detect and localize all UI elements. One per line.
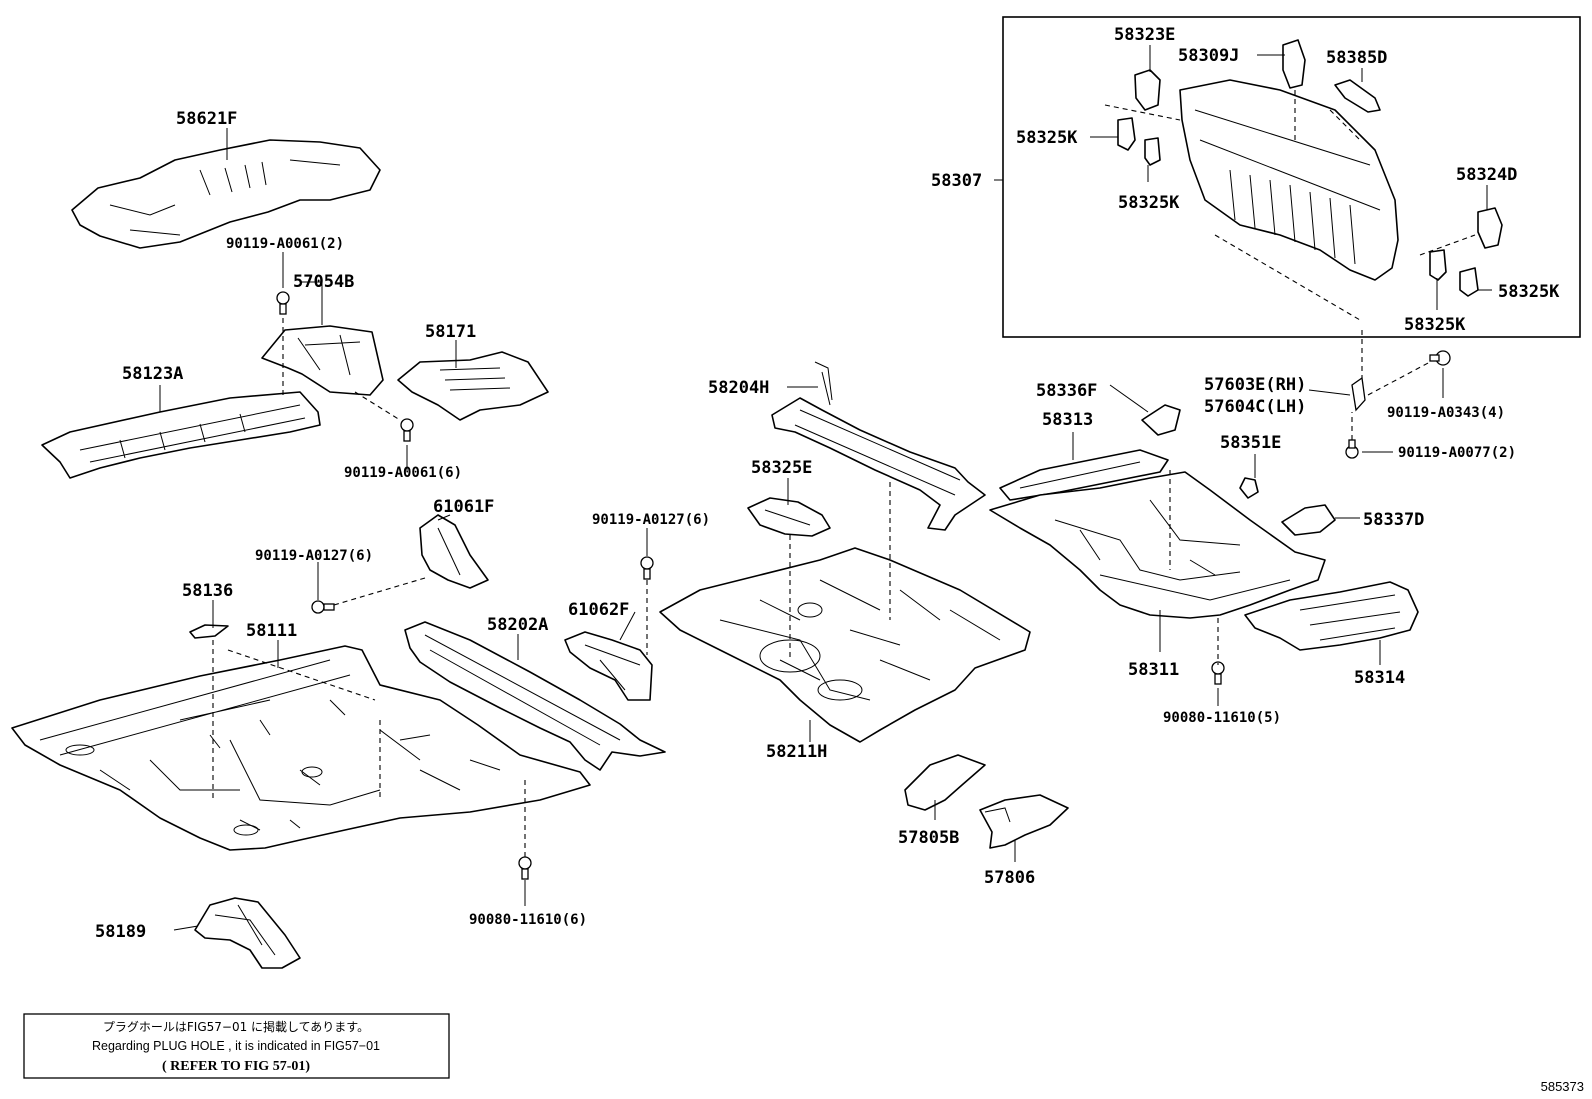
label-90119-A0061-6[interactable]: 90119-A0061(6) [344,465,462,481]
label-58325K-a[interactable]: 58325K [1016,128,1078,148]
part-58111-shape[interactable] [11,645,591,851]
bolt-icon[interactable] [640,556,654,580]
part-58314-shape[interactable] [1244,581,1419,651]
label-58621F[interactable]: 58621F [176,109,237,129]
label-58325K-c[interactable]: 58325K [1404,315,1466,335]
part-58307-shape[interactable] [1179,79,1399,281]
label-58311[interactable]: 58311 [1128,660,1179,680]
part-58324D-shape[interactable] [1477,207,1503,249]
label-58314[interactable]: 58314 [1354,668,1405,688]
rear-panel-inset-box [1002,16,1581,338]
label-58309J[interactable]: 58309J [1178,46,1239,66]
note-japanese: プラグホールはFIG57−01 に掲載してあります。 [103,1019,369,1034]
label-58171[interactable]: 58171 [425,322,476,342]
part-58136-shape[interactable] [189,624,229,639]
part-58325K-shape-a[interactable] [1117,117,1136,151]
label-58325K-d[interactable]: 58325K [1498,282,1560,302]
leader-lines [159,45,1492,931]
part-58336F-shape[interactable] [1141,404,1181,436]
part-58309J-shape[interactable] [1282,39,1306,89]
part-58171-shape[interactable] [397,351,549,421]
bolt-icon[interactable] [311,600,335,614]
bolt-icon[interactable] [1429,350,1451,366]
part-58189-shape[interactable] [194,897,301,969]
label-90119-A0061-2[interactable]: 90119-A0061(2) [226,236,344,252]
label-57054B[interactable]: 57054B [293,272,354,292]
label-57806[interactable]: 57806 [984,868,1035,888]
label-58325E[interactable]: 58325E [751,458,812,478]
label-58323E[interactable]: 58323E [1114,25,1175,45]
label-58111[interactable]: 58111 [246,621,297,641]
part-labels: 58621F 90119-A0061(2) 57054B 58171 58123… [95,25,1560,942]
part-58325K-shape-b[interactable] [1144,137,1161,166]
bolt-icon[interactable] [1345,439,1359,459]
part-57054B-shape[interactable] [261,325,384,396]
note-english: Regarding PLUG HOLE , it is indicated in… [92,1039,380,1053]
figure-number: 585373 [1541,1079,1584,1094]
part-61062F-shape[interactable] [564,631,653,701]
part-58351E-shape[interactable] [1239,477,1259,499]
label-90080-11610-5[interactable]: 90080-11610(5) [1163,710,1281,726]
assembly-lines [212,90,1476,860]
label-58336F[interactable]: 58336F [1036,381,1097,401]
label-58189[interactable]: 58189 [95,922,146,942]
part-58323E-shape[interactable] [1134,69,1161,111]
bolt-icon[interactable] [276,291,290,315]
label-57603E[interactable]: 57603E(RH) [1204,375,1306,395]
label-90119-A0127-6-right[interactable]: 90119-A0127(6) [592,512,710,528]
label-58123A[interactable]: 58123A [122,364,183,384]
part-58202A-shape[interactable] [404,621,666,771]
part-58621F-shape[interactable] [71,139,381,249]
note-reference[interactable]: ( REFER TO FIG 57-01) [162,1059,310,1074]
label-61062F[interactable]: 61062F [568,600,629,620]
part-58325E-shape[interactable] [747,497,831,537]
bolt-icon[interactable] [518,856,532,880]
label-90080-11610-6[interactable]: 90080-11610(6) [469,912,587,928]
label-58313[interactable]: 58313 [1042,410,1093,430]
label-58351E[interactable]: 58351E [1220,433,1281,453]
label-58324D[interactable]: 58324D [1456,165,1517,185]
part-57805B-shape[interactable] [904,754,986,811]
note-box: プラグホールはFIG57−01 に掲載してあります。 Regarding PLU… [23,1013,450,1079]
label-57805B[interactable]: 57805B [898,828,959,848]
label-57604C[interactable]: 57604C(LH) [1204,397,1306,417]
part-58325K-shape-c[interactable] [1429,249,1447,281]
label-90119-A0077-2[interactable]: 90119-A0077(2) [1398,445,1516,461]
label-58307[interactable]: 58307 [931,171,982,191]
part-58385D-shape[interactable] [1334,79,1381,113]
part-57806-shape[interactable] [979,794,1069,849]
bolt-icon[interactable] [1211,661,1225,685]
clip-icon[interactable] [1351,376,1366,412]
label-58211H[interactable]: 58211H [766,742,827,762]
part-58204H-shape[interactable] [771,361,986,531]
label-58204H[interactable]: 58204H [708,378,769,398]
label-58337D[interactable]: 58337D [1363,510,1424,530]
part-58325K-shape-d[interactable] [1459,267,1479,297]
label-58136[interactable]: 58136 [182,581,233,601]
part-61061F-shape[interactable] [419,514,489,589]
label-58325K-b[interactable]: 58325K [1118,193,1180,213]
label-58385D[interactable]: 58385D [1326,48,1387,68]
part-58311-shape[interactable] [989,471,1326,619]
part-58337D-shape[interactable] [1281,504,1336,536]
label-61061F[interactable]: 61061F [433,497,494,517]
part-58211H-shape[interactable] [659,547,1031,743]
label-58202A[interactable]: 58202A [487,615,548,635]
label-90119-A0343-4[interactable]: 90119-A0343(4) [1387,405,1505,421]
label-90119-A0127-6-left[interactable]: 90119-A0127(6) [255,548,373,564]
bolt-icon[interactable] [400,418,414,442]
part-58123A-shape[interactable] [41,391,321,479]
